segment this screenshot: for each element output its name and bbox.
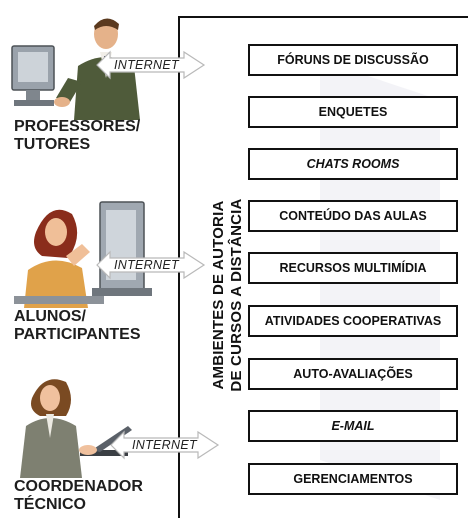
platform-title-line2: DE CURSOS A DISTÂNCIA — [228, 198, 245, 392]
actor-label-coordinator: COORDENADOR TÉCNICO — [14, 478, 143, 513]
feature-box-lesson-content: CONTEÚDO DAS AULAS — [248, 200, 458, 232]
feature-box-multimedia: RECURSOS MULTIMÍDIA — [248, 252, 458, 284]
platform-title-line1: AMBIENTES DE AUTORIA — [210, 200, 227, 390]
feature-box-email: E-MAIL — [248, 410, 458, 442]
feature-box-self-assessment: AUTO-AVALIAÇÕES — [248, 358, 458, 390]
actor-label-teachers: PROFESSORES/ TUTORES — [14, 118, 141, 153]
coordinator-at-laptop-illustration — [20, 379, 132, 478]
internet-label-coordinator: INTERNET — [132, 438, 197, 452]
feature-box-forums: FÓRUNS DE DISCUSSÃO — [248, 44, 458, 76]
feature-box-chat-rooms: CHATS ROOMS — [248, 148, 458, 180]
feature-box-cooperative-activities: ATIVIDADES COOPERATIVAS — [248, 305, 458, 337]
internet-arrow-coordinator — [110, 430, 220, 460]
internet-arrow-students — [96, 250, 206, 280]
feature-box-polls: ENQUETES — [248, 96, 458, 128]
feature-box-management: GERENCIAMENTOS — [248, 463, 458, 495]
internet-label-teachers: INTERNET — [114, 58, 179, 72]
actor-label-students: ALUNOS/ PARTICIPANTES — [14, 308, 141, 343]
student-at-computer-illustration — [14, 201, 152, 308]
internet-label-students: INTERNET — [114, 258, 179, 272]
internet-arrow-teachers — [96, 50, 206, 80]
